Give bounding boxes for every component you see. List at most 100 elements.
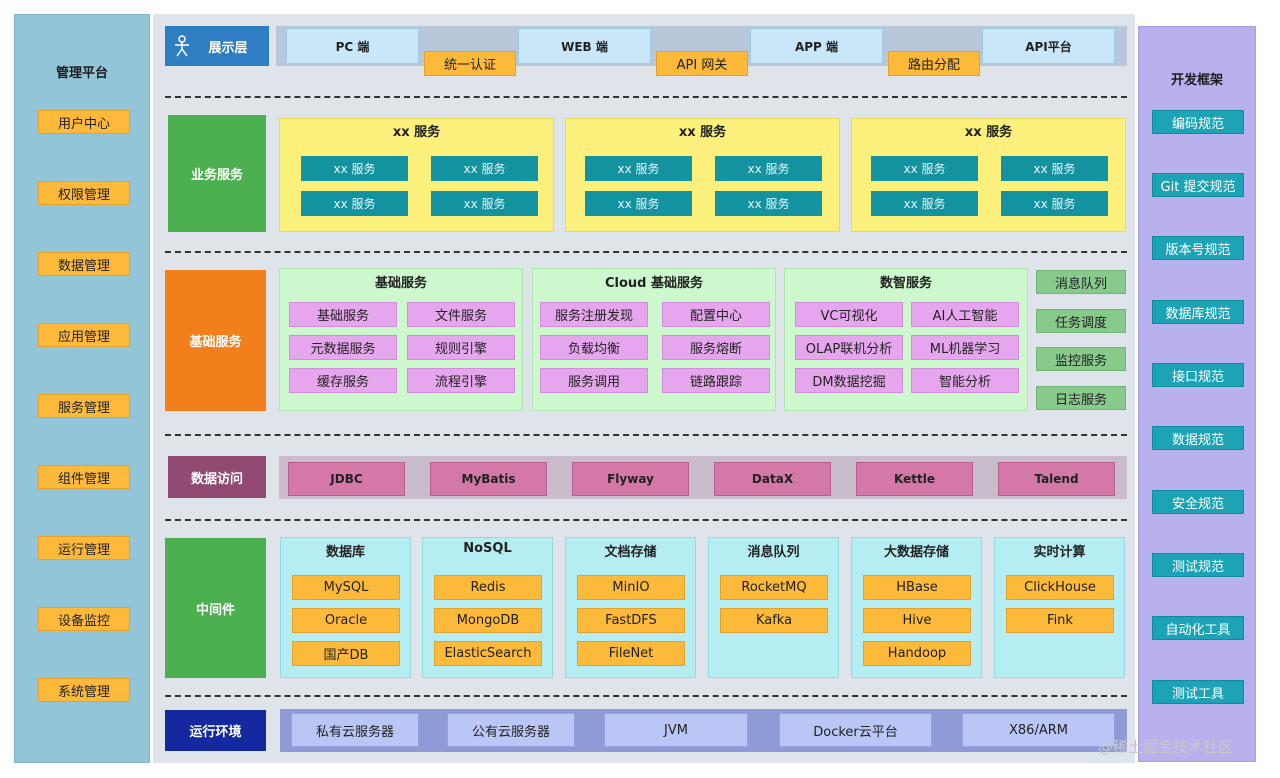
business-group: xx 服务 xx 服务 xx 服务 xx 服务 xx 服务 <box>851 118 1126 232</box>
mgmt-item-operation: 运行管理 <box>38 536 130 560</box>
middleware-item: Oracle <box>292 608 400 633</box>
middleware-layer-label: 中间件 <box>165 538 266 678</box>
client-pc: PC 端 <box>286 28 419 64</box>
mgmt-item-application: 应用管理 <box>38 323 130 347</box>
business-item: xx 服务 <box>715 156 822 181</box>
basic-item: 规则引擎 <box>407 335 515 360</box>
mgmt-item-device-monitor: 设备监控 <box>38 607 130 631</box>
business-item: xx 服务 <box>715 191 822 216</box>
basic-item: 智能分析 <box>911 368 1019 393</box>
middleware-item: MongoDB <box>434 608 542 633</box>
middleware-item: RocketMQ <box>720 575 828 600</box>
basic-item: 配置中心 <box>662 302 770 327</box>
middleware-group-title: 实时计算 <box>1033 545 1086 560</box>
watermark: @稀土掘金技术社区 <box>1098 738 1234 756</box>
mgmt-item-service: 服务管理 <box>38 394 130 418</box>
basic-item: 服务调用 <box>540 368 648 393</box>
basic-item: ML机器学习 <box>911 335 1019 360</box>
business-group: xx 服务 xx 服务 xx 服务 xx 服务 xx 服务 <box>279 118 554 232</box>
data-access-mybatis: MyBatis <box>430 462 547 496</box>
business-group-title: xx 服务 <box>964 125 1013 140</box>
dev-item-interface: 接口规范 <box>1152 363 1244 387</box>
gateway-api: API 网关 <box>656 51 748 76</box>
divider <box>165 96 1127 98</box>
basic-item: 基础服务 <box>289 302 397 327</box>
basic-group-title: 基础服务 <box>374 276 427 291</box>
person-icon <box>175 35 189 57</box>
runtime-private-cloud: 私有云服务器 <box>291 713 419 747</box>
business-group-title: xx 服务 <box>392 125 441 140</box>
gateway-unified-auth: 统一认证 <box>424 51 516 76</box>
client-api-platform: API平台 <box>982 28 1115 64</box>
middleware-group-bigdata: 大数据存储 HBase Hive Handoop <box>851 537 982 678</box>
dev-framework-title: 开发框架 <box>1170 73 1223 88</box>
basic-group-cloud: Cloud 基础服务 服务注册发现 配置中心 负载均衡 服务熔断 服务调用 链路… <box>532 268 776 411</box>
data-access-band <box>279 456 1127 499</box>
data-access-datax: DataX <box>714 462 831 496</box>
basic-item: OLAP联机分析 <box>795 335 903 360</box>
data-access-flyway: Flyway <box>572 462 689 496</box>
basic-group-title: Cloud 基础服务 <box>604 276 703 291</box>
dev-item-testing: 测试规范 <box>1152 553 1244 577</box>
middleware-group-database: 数据库 MySQL Oracle 国产DB <box>280 537 411 678</box>
mgmt-item-system: 系统管理 <box>38 678 130 702</box>
basic-item: 文件服务 <box>407 302 515 327</box>
presentation-layer-text: 展示层 <box>208 40 248 56</box>
dev-item-git-commit: Git 提交规范 <box>1152 173 1244 197</box>
basic-item: DM数据挖掘 <box>795 368 903 393</box>
divider <box>165 519 1127 521</box>
business-item: xx 服务 <box>1001 156 1108 181</box>
basic-extra-monitoring: 监控服务 <box>1036 347 1126 371</box>
dev-item-version: 版本号规范 <box>1152 236 1244 260</box>
middleware-group-doc-storage: 文档存储 MinIO FastDFS FileNet <box>565 537 696 678</box>
client-app: APP 端 <box>750 28 883 64</box>
business-item: xx 服务 <box>871 191 978 216</box>
mgmt-item-user-center: 用户中心 <box>38 110 130 134</box>
middleware-group-title: 大数据存储 <box>883 545 949 560</box>
runtime-docker: Docker云平台 <box>779 713 932 747</box>
basic-item: 流程引擎 <box>407 368 515 393</box>
basic-item: 缓存服务 <box>289 368 397 393</box>
middleware-item: Redis <box>434 575 542 600</box>
mgmt-item-permission: 权限管理 <box>38 181 130 205</box>
dev-framework-panel: 开发框架 编码规范 Git 提交规范 版本号规范 数据库规范 接口规范 数据规范… <box>1138 26 1256 762</box>
middleware-item: Hive <box>863 608 971 633</box>
middleware-item: Handoop <box>863 641 971 666</box>
divider <box>165 434 1127 436</box>
business-layer-label: 业务服务 <box>168 115 266 232</box>
middleware-group-title: 文档存储 <box>604 545 657 560</box>
data-access-kettle: Kettle <box>856 462 973 496</box>
basic-extra-logging: 日志服务 <box>1036 386 1126 410</box>
dev-item-test-tools: 测试工具 <box>1152 680 1244 704</box>
dev-item-database: 数据库规范 <box>1152 300 1244 324</box>
client-web: WEB 端 <box>518 28 651 64</box>
basic-item: 链路跟踪 <box>662 368 770 393</box>
middleware-item: FileNet <box>577 641 685 666</box>
gateway-routing: 路由分配 <box>888 51 980 76</box>
middleware-item: ClickHouse <box>1006 575 1114 600</box>
management-platform-panel: 管理平台 用户中心 权限管理 数据管理 应用管理 服务管理 组件管理 运行管理 … <box>14 14 150 763</box>
basic-extra-message-queue: 消息队列 <box>1036 270 1126 294</box>
middleware-group-nosql: NoSQL Redis MongoDB ElasticSearch <box>422 537 553 678</box>
data-access-layer-label: 数据访问 <box>168 456 266 498</box>
business-item: xx 服务 <box>431 191 538 216</box>
business-item: xx 服务 <box>1001 191 1108 216</box>
basic-item: 元数据服务 <box>289 335 397 360</box>
basic-item: 负载均衡 <box>540 335 648 360</box>
divider <box>165 251 1127 253</box>
business-item: xx 服务 <box>585 191 692 216</box>
presentation-layer-label: 展示层 <box>165 26 269 66</box>
middleware-item: ElasticSearch <box>434 641 542 666</box>
runtime-jvm: JVM <box>604 713 748 747</box>
divider <box>165 695 1127 697</box>
middleware-item: HBase <box>863 575 971 600</box>
middleware-item: MySQL <box>292 575 400 600</box>
basic-group-title: 数智服务 <box>879 276 932 291</box>
basic-item: 服务熔断 <box>662 335 770 360</box>
middleware-group-title: 数据库 <box>325 545 365 560</box>
middleware-item: 国产DB <box>292 641 400 666</box>
runtime-public-cloud: 公有云服务器 <box>447 713 575 747</box>
middleware-item: Kafka <box>720 608 828 633</box>
data-access-talend: Talend <box>998 462 1115 496</box>
business-item: xx 服务 <box>871 156 978 181</box>
